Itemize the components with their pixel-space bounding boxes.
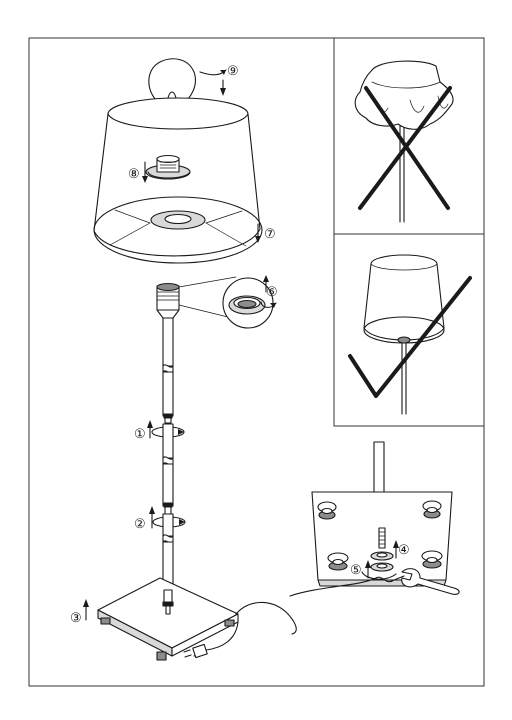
step-9-label: ⑨ [227,64,239,79]
zoom-line [178,276,237,288]
wrench-icon [401,568,460,595]
rubber-foot [421,550,443,569]
step-3-arrow-icon [83,599,89,621]
zoom-line [178,304,229,318]
inset-frame [333,37,485,427]
step-3-label: ③ [70,611,82,626]
step-5-arrow-icon [361,560,397,580]
step-7-label: ⑦ [264,227,276,242]
rotate-arrow-icon [199,69,227,96]
step-5-label: ⑤ [350,563,362,578]
middle-pole [162,423,174,515]
step-1-label: ① [134,427,146,442]
step-6-arrow-icon [260,275,277,308]
lamp-base [97,577,239,661]
shade-ring [145,154,191,180]
power-cable [183,601,297,659]
step-4-arrow-icon [393,540,399,559]
base-cable [289,575,405,597]
cross-mark-icon [358,86,452,210]
step-8-arrow-icon [142,161,148,183]
step-7-arrow-icon [255,223,261,243]
step-8-label: ⑧ [128,167,140,182]
lamp-shade [93,97,263,264]
rubber-foot [422,500,442,519]
lower-pole [162,513,174,593]
step-4-label: ④ [398,543,410,558]
bolt-and-nut [370,527,394,572]
step-6-label: ⑥ [266,285,278,300]
lamp-socket [156,282,180,319]
base-underside-detail: ④ ⑤ [289,441,460,597]
check-mark-icon [348,276,472,398]
rubber-foot [327,552,349,571]
rubber-foot [317,501,337,520]
wrong-shade-position [354,60,454,223]
step-2-label: ② [134,517,146,532]
zoom-detail-ring [222,277,274,329]
correct-shade-position [363,254,445,415]
upper-pole [162,317,174,424]
